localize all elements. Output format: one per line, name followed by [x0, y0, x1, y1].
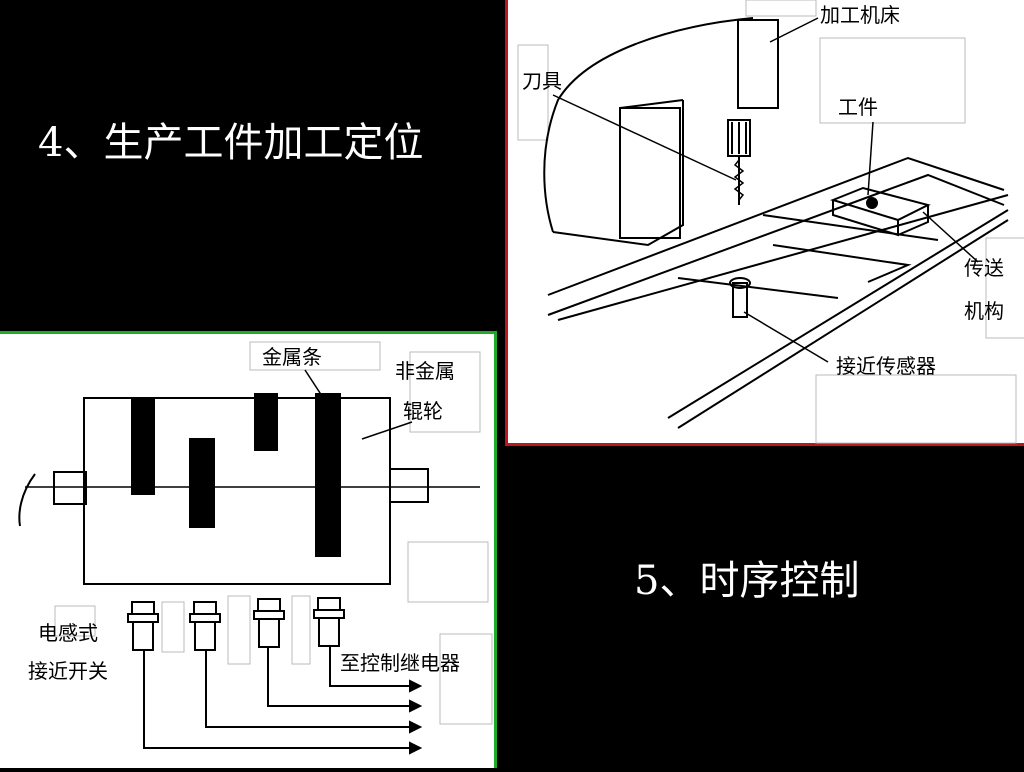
label-metal-strip: 金属条	[262, 345, 322, 369]
machine-diagram-panel: 加工机床 刀具 工件 传送 机构 接近传感器	[505, 0, 1024, 446]
label-cutter: 刀具	[522, 69, 562, 93]
label-conveyor-2: 机构	[964, 299, 1004, 323]
label-machine-tool: 加工机床	[820, 3, 900, 27]
label-inductive-2: 接近开关	[28, 659, 108, 683]
label-to-relay: 至控制继电器	[340, 651, 460, 675]
roller-diagram-panel: 金属条 非金属 辊轮 电感式 接近开关 至控制继电器	[0, 331, 497, 768]
roller-diagram: 金属条 非金属 辊轮 电感式 接近开关 至控制继电器	[18, 341, 493, 755]
label-proximity-sensor: 接近传感器	[836, 354, 936, 378]
label-nonmetal-1: 非金属	[395, 359, 455, 383]
label-inductive-1: 电感式	[38, 621, 98, 645]
label-conveyor-1: 传送	[964, 256, 1004, 280]
label-workpiece: 工件	[838, 95, 878, 119]
machine-diagram: 加工机床 刀具 工件 传送 机构 接近传感器	[517, 0, 1024, 444]
heading-timing: 5、时序控制	[634, 558, 860, 604]
label-nonmetal-2: 辊轮	[403, 399, 443, 423]
heading-positioning: 4、生产工件加工定位	[38, 120, 424, 166]
